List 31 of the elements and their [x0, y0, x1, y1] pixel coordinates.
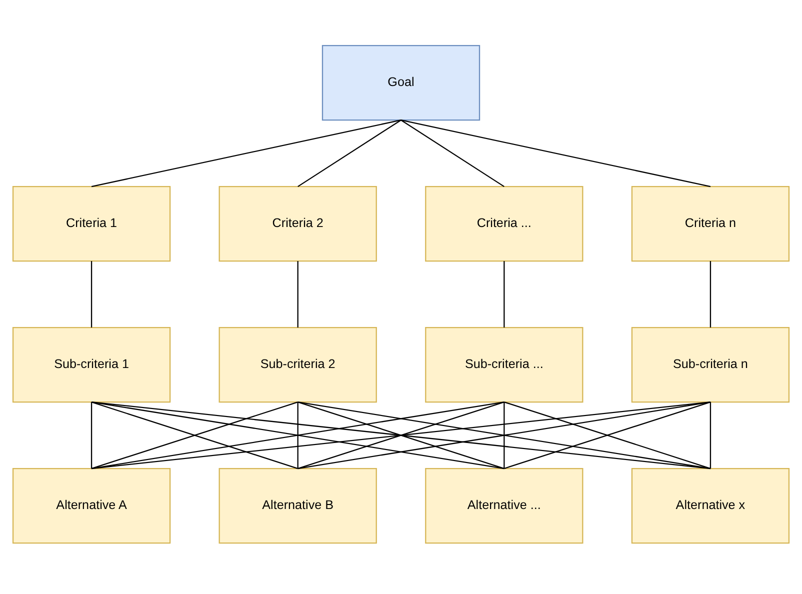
connector	[297, 402, 298, 468]
connector	[90, 402, 92, 468]
node-box: Criteria ...	[425, 186, 584, 262]
connector	[91, 400, 504, 469]
node-box: Criteria 1	[12, 186, 171, 262]
node-box: Sub-criteria 2	[218, 326, 377, 402]
connector	[91, 401, 298, 469]
node-box: Sub-criteria 1	[12, 326, 171, 402]
node-box: Sub-criteria ...	[425, 326, 584, 402]
connector	[710, 402, 712, 468]
connector	[298, 119, 402, 187]
connector	[504, 402, 505, 468]
node-box: Criteria n	[631, 186, 790, 262]
connector	[90, 260, 92, 328]
connector	[297, 260, 298, 328]
node-box: Alternative x	[631, 467, 790, 544]
connector	[298, 401, 504, 469]
node-box: Sub-criteria n	[631, 326, 790, 402]
connector	[91, 400, 711, 469]
connector	[504, 401, 711, 469]
connector	[91, 119, 402, 187]
connector	[400, 119, 504, 187]
connector	[710, 260, 712, 328]
connector	[400, 119, 711, 187]
node-box: Alternative ...	[425, 467, 584, 544]
node-box: Alternative B	[218, 467, 377, 544]
node-box: Alternative A	[12, 467, 171, 544]
node-box: Goal	[322, 44, 480, 120]
node-box: Criteria 2	[218, 186, 377, 262]
connector	[298, 400, 711, 469]
connector	[504, 260, 505, 328]
